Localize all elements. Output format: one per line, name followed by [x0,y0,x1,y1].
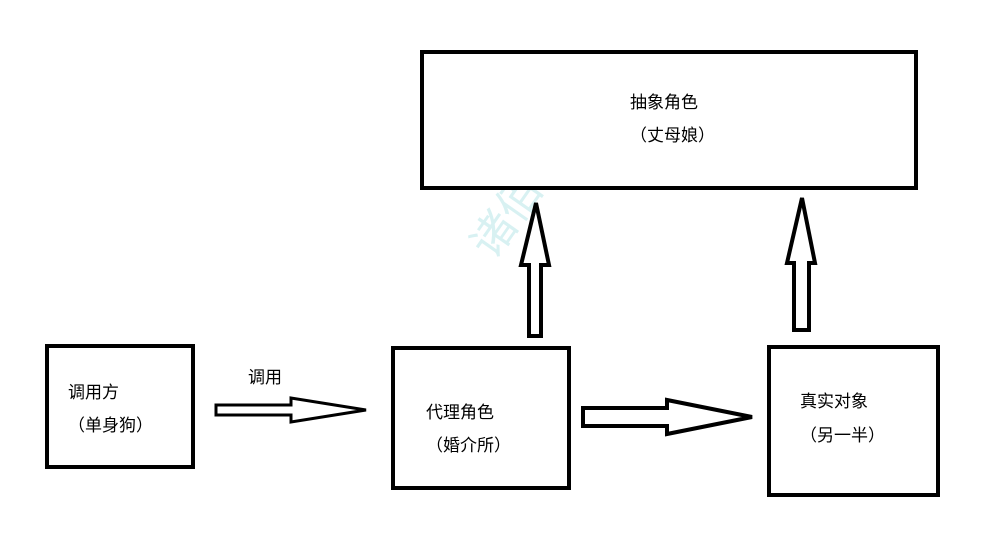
real-object-box [767,345,940,497]
call-edge-label: 调用 [248,368,282,388]
real-object-title: 真实对象 [800,392,868,412]
caller-subtitle: （单身狗） [68,416,153,436]
arrow-real-to-abstract [784,197,818,332]
arrow-caller-to-proxy [214,396,367,424]
proxy-role-title: 代理角色 [426,403,494,423]
abstract-role-box [420,50,918,190]
proxy-role-box [391,346,571,490]
abstract-role-subtitle: （丈母娘） [630,126,715,146]
arrow-proxy-to-real [581,397,753,437]
real-object-subtitle: （另一半） [800,426,885,446]
caller-box [45,344,195,469]
caller-title: 调用方 [68,383,119,403]
abstract-role-title: 抽象角色 [630,93,698,113]
proxy-role-subtitle: （婚介所） [426,436,511,456]
